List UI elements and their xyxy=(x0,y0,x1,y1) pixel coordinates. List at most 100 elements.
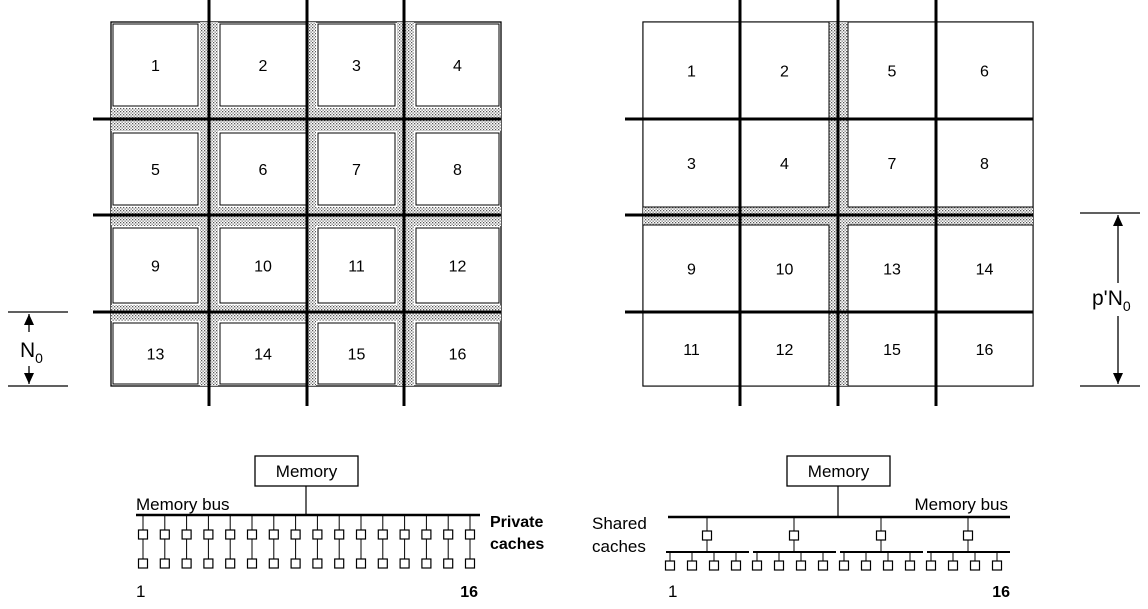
right-cell-number: 16 xyxy=(976,342,994,359)
right-last-index: 16 xyxy=(992,584,1010,601)
right-cell xyxy=(642,224,741,313)
processor-box xyxy=(969,560,981,571)
arrow-down-icon xyxy=(24,373,34,384)
processor-box xyxy=(246,558,258,569)
right-cell xyxy=(935,224,1034,313)
right-cell-number: 12 xyxy=(776,342,794,359)
right-cell-number: 1 xyxy=(687,64,696,81)
right-cell xyxy=(739,224,830,313)
right-cell xyxy=(642,118,741,208)
private-cache-box xyxy=(464,529,476,540)
left-cell-number: 14 xyxy=(254,347,272,364)
processor-box xyxy=(708,560,720,571)
left-bus-diagram: Memory Memory bus Private caches 1 16 xyxy=(136,455,544,601)
private-cache-box xyxy=(355,529,367,540)
right-cell-number: 6 xyxy=(980,64,989,81)
left-memory-label: Memory xyxy=(276,462,338,481)
right-memory-box xyxy=(786,455,891,487)
left-cell-number: 16 xyxy=(449,347,467,364)
processor-box xyxy=(817,560,829,571)
left-cell-number: 7 xyxy=(352,162,361,179)
left-cell xyxy=(317,227,396,304)
right-cell-number: 14 xyxy=(976,262,994,279)
left-memory-box xyxy=(254,455,359,487)
private-cache-box xyxy=(334,529,345,540)
left-cell-number: 3 xyxy=(352,58,361,75)
right-cell xyxy=(847,21,937,120)
processor-box xyxy=(904,560,916,571)
left-cell xyxy=(415,322,500,385)
left-cell-number: 1 xyxy=(151,58,160,75)
left-cell-number: 6 xyxy=(259,162,268,179)
shared-cache-box xyxy=(788,530,800,541)
arrow-up-icon xyxy=(24,314,34,325)
processor-box xyxy=(925,560,937,571)
processor-box xyxy=(355,558,367,569)
right-cell-number: 11 xyxy=(683,342,700,359)
right-memory-label: Memory xyxy=(808,462,870,481)
private-cache-box xyxy=(159,529,170,540)
processor-box xyxy=(795,560,807,571)
left-cell-number: 11 xyxy=(348,259,365,276)
private-cache-box xyxy=(377,529,388,540)
processor-box xyxy=(137,558,149,569)
left-cell xyxy=(112,132,199,206)
left-cell xyxy=(317,132,396,206)
left-cell-number: 13 xyxy=(147,347,165,364)
arrow-up-icon xyxy=(1113,215,1123,226)
processor-box xyxy=(181,558,192,569)
processor-box xyxy=(860,560,872,571)
left-cell-number: 15 xyxy=(348,347,366,364)
private-cache-box xyxy=(181,529,192,540)
left-dimension-label: N0 xyxy=(20,339,43,366)
left-cell xyxy=(219,227,307,304)
right-cache-label-2: caches xyxy=(592,537,646,556)
right-cell-number: 15 xyxy=(883,342,901,359)
left-first-index: 1 xyxy=(136,582,145,601)
processor-box xyxy=(730,560,742,571)
processor-box xyxy=(686,560,698,571)
processor-box xyxy=(159,558,170,569)
left-processors xyxy=(137,515,476,569)
left-dimension: N0 xyxy=(8,311,68,387)
left-cell xyxy=(112,23,199,107)
right-cell xyxy=(935,118,1034,208)
right-cell-number: 13 xyxy=(883,262,901,279)
private-cache-box xyxy=(312,529,323,540)
processor-box xyxy=(268,558,279,569)
private-cache-box xyxy=(399,529,410,540)
left-cell xyxy=(112,227,199,304)
left-cell xyxy=(219,23,307,107)
left-cell-number: 12 xyxy=(449,259,467,276)
left-cell-number: 2 xyxy=(259,58,268,75)
left-cell-number: 10 xyxy=(254,259,272,276)
right-cell-number: 9 xyxy=(687,262,696,279)
right-dimension-label: p'N0 xyxy=(1092,287,1131,314)
processor-box xyxy=(399,558,410,569)
processor-box xyxy=(225,558,236,569)
right-cell-number: 5 xyxy=(888,64,897,81)
processor-box xyxy=(290,558,301,569)
shared-cache-box xyxy=(875,530,887,541)
left-cell-number: 5 xyxy=(151,162,160,179)
right-cell-number: 7 xyxy=(888,156,897,173)
private-cache-box xyxy=(137,529,149,540)
right-cell-number: 8 xyxy=(980,156,989,173)
arrow-down-icon xyxy=(1113,373,1123,384)
processor-box xyxy=(664,560,676,571)
left-cell xyxy=(415,23,500,107)
private-cache-box xyxy=(290,529,301,540)
left-cell-number: 8 xyxy=(453,162,462,179)
left-cell xyxy=(219,322,307,385)
right-cell-number: 4 xyxy=(780,156,789,173)
processor-box xyxy=(203,558,214,569)
left-bus-label: Memory bus xyxy=(136,495,230,514)
right-cell-number: 3 xyxy=(687,156,696,173)
left-cell xyxy=(317,322,396,385)
processor-box xyxy=(312,558,323,569)
right-cell xyxy=(739,311,830,387)
processor-box xyxy=(991,560,1003,571)
